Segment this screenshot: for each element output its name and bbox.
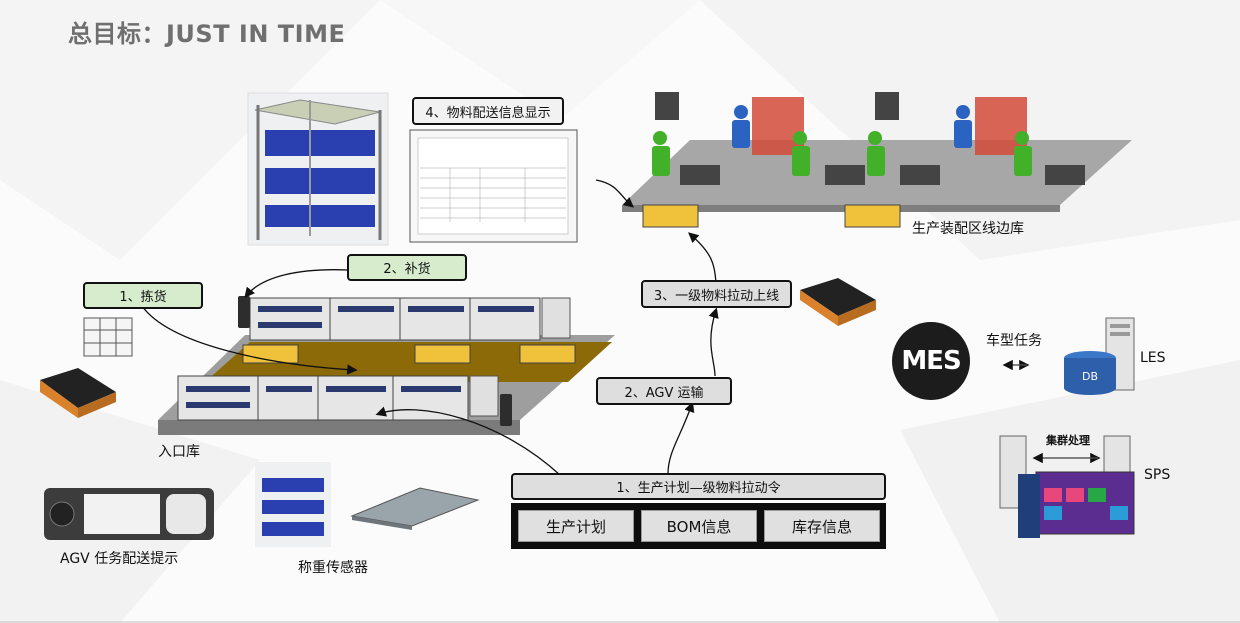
step-agv-transport: 2、AGV 运输 bbox=[596, 377, 732, 405]
data-source-bar: 生产计划 BOM信息 库存信息 bbox=[511, 503, 886, 549]
sps-label: SPS bbox=[1144, 467, 1171, 483]
vehicle-task-label: 车型任务 bbox=[986, 333, 1042, 349]
cluster-label: 集群处理 bbox=[1046, 434, 1090, 447]
source-inventory-info: 库存信息 bbox=[764, 510, 880, 542]
mes-logo: MES bbox=[892, 322, 970, 400]
weighing-sensor-label: 称重传感器 bbox=[298, 560, 368, 576]
step-pull-online: 3、一级物料拉动上线 bbox=[641, 280, 792, 308]
step-replenish: 2、补货 bbox=[347, 254, 467, 281]
weighing-sensor-image bbox=[350, 487, 480, 530]
weighing-rack-image bbox=[255, 462, 331, 547]
source-production-plan: 生产计划 bbox=[518, 510, 634, 542]
step-pick: 1、拣货 bbox=[83, 282, 203, 309]
step-production-plan-pull: 1、生产计划—级物料拉动令 bbox=[511, 473, 886, 500]
assembly-line-image bbox=[622, 92, 1132, 228]
handheld-scanner-image bbox=[238, 296, 512, 426]
agv-robot-image bbox=[40, 368, 116, 418]
agv-task-display-device bbox=[44, 488, 214, 540]
sps-cluster-image bbox=[999, 435, 1135, 538]
les-server-image: DB bbox=[1064, 317, 1135, 395]
material-cart-image bbox=[83, 317, 133, 357]
step-info-display: 4、物料配送信息显示 bbox=[412, 97, 564, 125]
entry-warehouse-image bbox=[158, 297, 615, 435]
page-title: 总目标：JUST IN TIME bbox=[68, 20, 346, 48]
db-label: DB bbox=[1082, 370, 1098, 383]
entry-warehouse-label: 入口库 bbox=[158, 444, 200, 460]
agv-robot-image bbox=[800, 278, 876, 326]
assembly-line-label: 生产装配区线边库 bbox=[912, 221, 1024, 237]
agv-prompt-label: AGV 任务配送提示 bbox=[60, 551, 179, 567]
delivery-info-document bbox=[409, 129, 578, 243]
source-bom-info: BOM信息 bbox=[641, 510, 757, 542]
les-label: LES bbox=[1140, 350, 1166, 366]
storage-rack-image bbox=[247, 92, 389, 246]
